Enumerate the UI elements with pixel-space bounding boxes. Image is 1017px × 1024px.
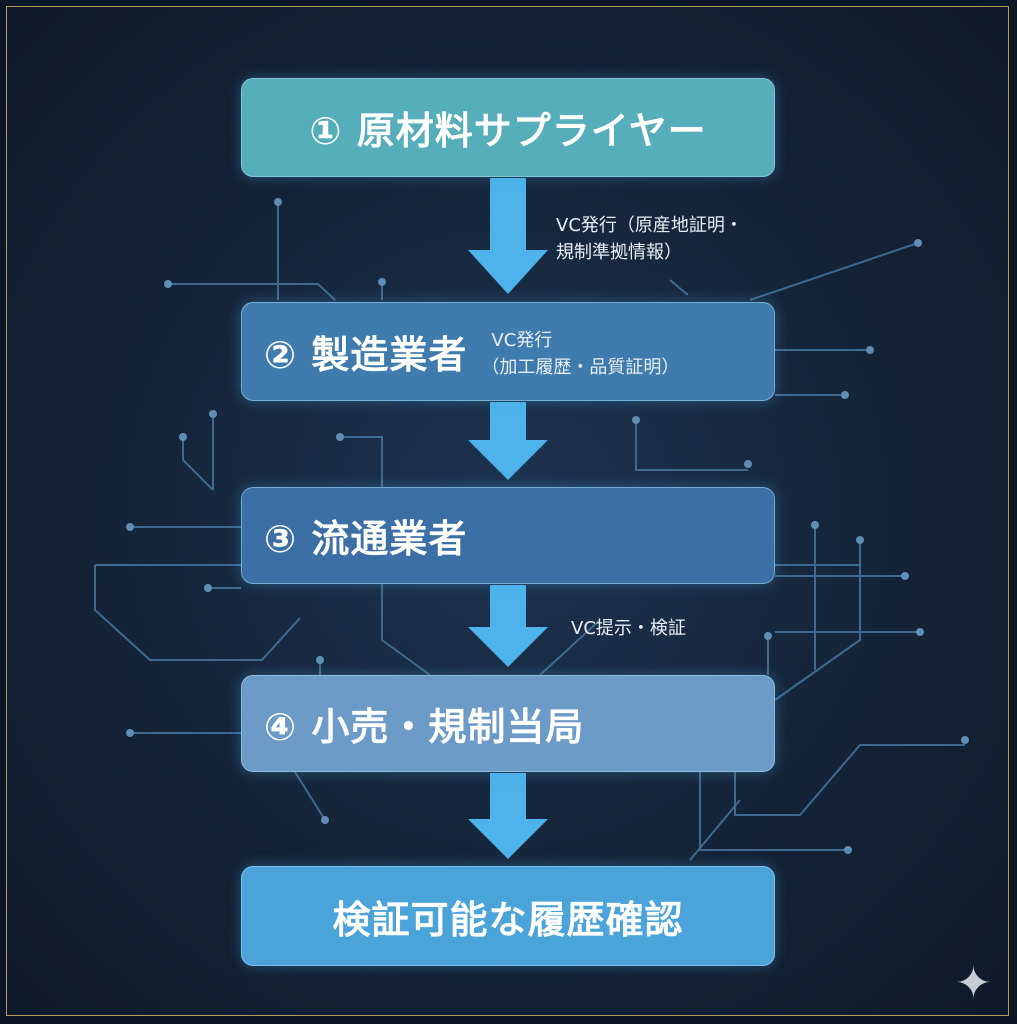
step-retail-regulator: ④ 小売・規制当局 bbox=[241, 675, 775, 772]
step-manufacturer: ② 製造業者 VC発行 （加工履歴・品質証明） bbox=[241, 302, 775, 401]
circuit-nodes bbox=[126, 198, 969, 854]
step-raw-material-supplier: ① 原材料サプライヤー bbox=[241, 78, 775, 177]
sparkle-icon: ✦ bbox=[955, 958, 992, 1009]
circuit-lines bbox=[94, 200, 965, 861]
arrow-down-icon bbox=[468, 773, 548, 859]
arrow-down-icon bbox=[468, 402, 548, 480]
arrow1-annotation: VC発行（原産地証明・ 規制準拠情報） bbox=[556, 212, 743, 266]
arrow-down-icon bbox=[468, 178, 548, 294]
annotation-line: 規制準拠情報） bbox=[556, 242, 682, 263]
step-label: ① 原材料サプライヤー bbox=[309, 109, 707, 153]
step-verifiable-history: 検証可能な履歴確認 bbox=[241, 866, 775, 966]
step-label: ② 製造業者 bbox=[264, 333, 468, 377]
step-label: ④ 小売・規制当局 bbox=[264, 705, 585, 749]
step-label: 検証可能な履歴確認 bbox=[332, 897, 684, 942]
annotation-line: VC発行 bbox=[491, 329, 553, 351]
step-label: ③ 流通業者 bbox=[264, 517, 468, 561]
arrow3-annotation: VC提示・検証 bbox=[571, 618, 686, 639]
step-annotation: VC発行 （加工履歴・品質証明） bbox=[481, 327, 679, 381]
arrow-down-icon bbox=[468, 585, 548, 667]
annotation-line: （加工履歴・品質証明） bbox=[481, 356, 680, 378]
step-distributor: ③ 流通業者 bbox=[241, 487, 775, 584]
annotation-line: VC発行（原産地証明・ bbox=[556, 215, 743, 236]
